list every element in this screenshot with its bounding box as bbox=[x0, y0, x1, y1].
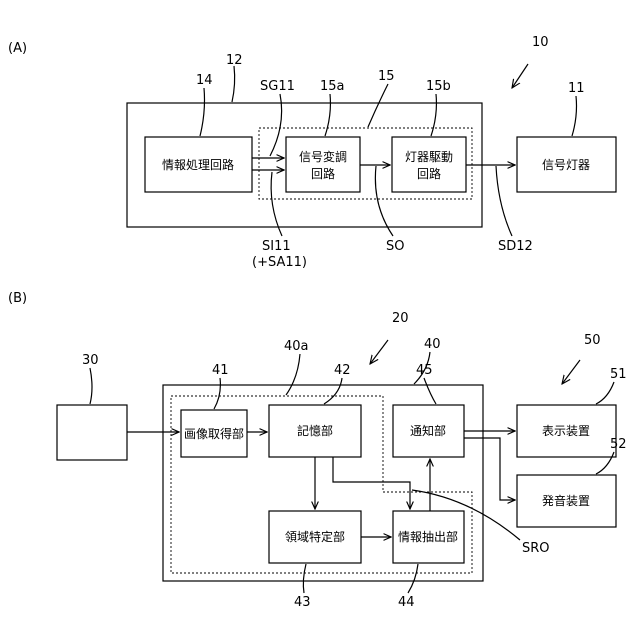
lamp-driver-circuit bbox=[392, 137, 466, 192]
ref-52: 52 bbox=[610, 437, 627, 452]
signal-sro: SRO bbox=[522, 541, 550, 556]
signal-so: SO bbox=[386, 239, 404, 254]
sound-device-label: 発音装置 bbox=[542, 493, 590, 508]
info-processing-label: 情報処理回路 bbox=[162, 157, 234, 172]
section-a-label: (A) bbox=[8, 41, 27, 56]
ref-44: 44 bbox=[398, 595, 415, 610]
ref-14: 14 bbox=[196, 73, 213, 88]
ref-40a: 40a bbox=[284, 339, 309, 354]
ref-12-leader bbox=[232, 66, 235, 102]
ref-50: 50 bbox=[584, 333, 601, 348]
ref-20: 20 bbox=[392, 311, 409, 326]
region-identification-label: 領域特定部 bbox=[285, 529, 345, 544]
driver-line1: 灯器駆動 bbox=[405, 150, 453, 164]
ref-10: 10 bbox=[532, 35, 549, 50]
ref-11-leader bbox=[572, 96, 577, 136]
signal-sa11: (+SA11) bbox=[252, 255, 307, 270]
display-device-label: 表示装置 bbox=[542, 424, 590, 438]
ref-42: 42 bbox=[334, 363, 351, 378]
ref-10-arrow bbox=[512, 64, 528, 88]
notification-label: 通知部 bbox=[410, 423, 446, 438]
ref-15b: 15b bbox=[426, 79, 451, 94]
ref-11: 11 bbox=[568, 81, 585, 96]
section-b-label: (B) bbox=[8, 291, 27, 306]
ref-45: 45 bbox=[416, 363, 433, 378]
camera-box bbox=[57, 405, 127, 460]
ref-50-arrow bbox=[562, 360, 580, 384]
modulation-line1: 信号変調 bbox=[299, 149, 347, 164]
ref-20-arrow bbox=[370, 340, 388, 364]
sd12-leader bbox=[496, 166, 512, 236]
ref-43: 43 bbox=[294, 595, 311, 610]
storage-label: 記憶部 bbox=[297, 423, 333, 438]
signal-sg11: SG11 bbox=[260, 79, 295, 94]
driver-line2: 回路 bbox=[417, 166, 441, 181]
modulation-line2: 回路 bbox=[311, 166, 335, 181]
signal-si11: SI11 bbox=[262, 239, 291, 254]
ref-40: 40 bbox=[424, 337, 441, 352]
ref-51: 51 bbox=[610, 367, 627, 382]
information-extraction-label: 情報抽出部 bbox=[398, 529, 458, 544]
ref-12: 12 bbox=[226, 53, 243, 68]
signal-modulation-circuit bbox=[286, 137, 360, 192]
signal-sd12: SD12 bbox=[498, 239, 533, 254]
ref-41: 41 bbox=[212, 363, 229, 378]
image-acquisition-label: 画像取得部 bbox=[184, 426, 244, 441]
ref-30: 30 bbox=[82, 353, 99, 368]
ref-15a: 15a bbox=[320, 79, 345, 94]
signal-lamp-label: 信号灯器 bbox=[542, 158, 590, 172]
ref-15: 15 bbox=[378, 69, 395, 84]
ref-30-leader bbox=[90, 368, 92, 404]
ref-51-leader bbox=[596, 382, 614, 404]
